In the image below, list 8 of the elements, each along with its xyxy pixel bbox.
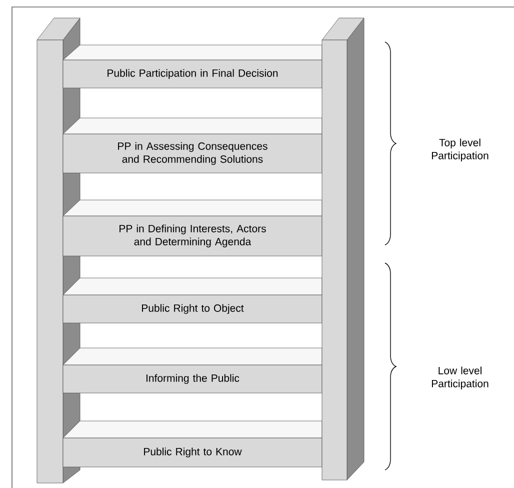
group-label: Top level Participation — [432, 138, 488, 162]
ladder-rung: Public Right to Know — [62, 420, 322, 468]
ladder-rung: PP in Assessing Consequences and Recommending Solutions — [62, 118, 322, 174]
group-label: Low level Participation — [432, 366, 488, 390]
ladder-rung: Public Right to Object — [62, 278, 322, 324]
ladder-rung: Public Participation in Final Decision — [62, 44, 322, 88]
ladder-rung: PP in Defining Interests, Actors and Determining Agenda — [62, 200, 322, 256]
ladder-rung: Informing the Public — [62, 348, 322, 394]
